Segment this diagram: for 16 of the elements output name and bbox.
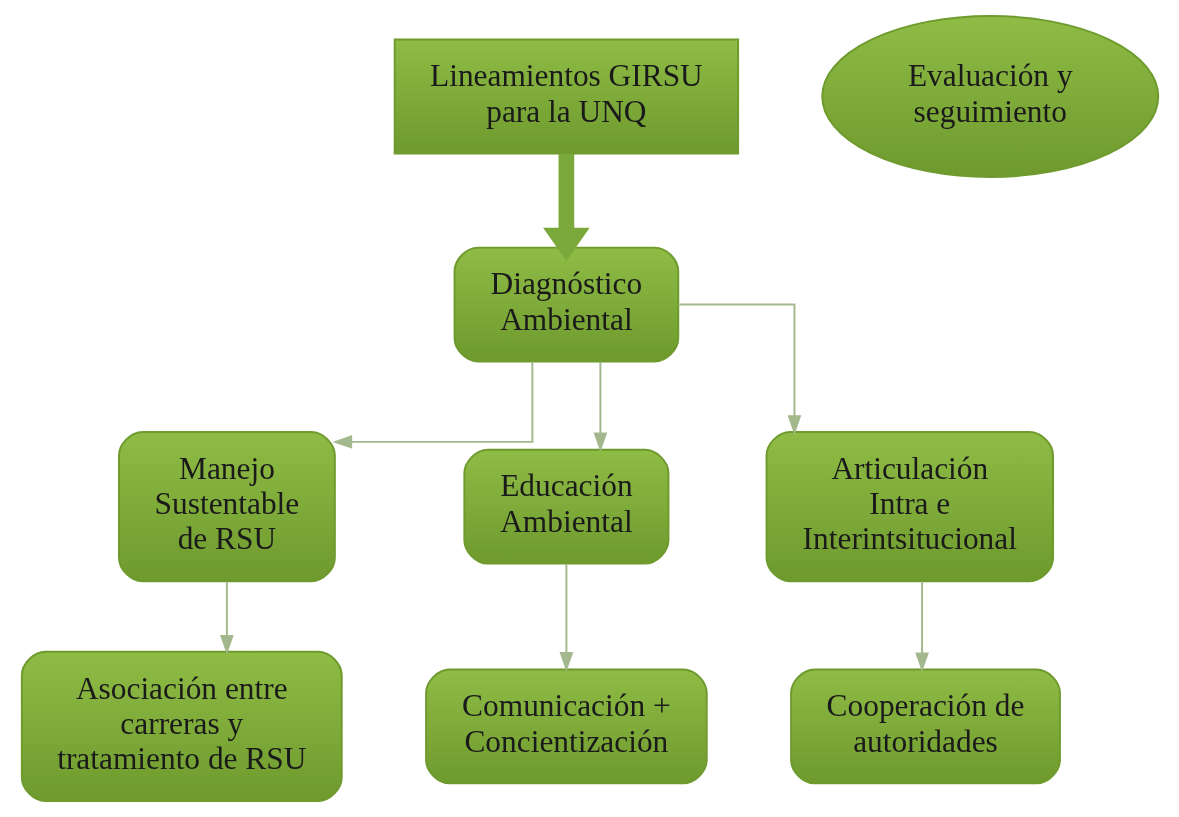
node-box: Cooperación de autoridades: [789, 668, 1061, 785]
node-box: Manejo Sustentable de RSU: [117, 431, 336, 583]
arrow: [676, 303, 801, 435]
node-box: Asociación entre carreras y tratamiento de RSU: [20, 650, 343, 802]
arrow: [593, 360, 607, 453]
node-box: Educación Ambiental: [462, 448, 669, 565]
node-box: Diagnóstico Ambiental: [453, 246, 679, 363]
node-box: Comunicación + Concientización: [424, 668, 708, 785]
node-box: Lineamientos GIRSU para la UNQ: [393, 38, 739, 155]
arrow: [914, 580, 929, 673]
arrow: [542, 153, 590, 261]
arrow: [332, 361, 533, 449]
arrow: [219, 580, 234, 655]
node-box: Articulación Intra e Interintsitucional: [765, 431, 1054, 583]
arrow: [559, 562, 573, 672]
node-ellipse: Evaluación y seguimiento: [820, 15, 1159, 178]
